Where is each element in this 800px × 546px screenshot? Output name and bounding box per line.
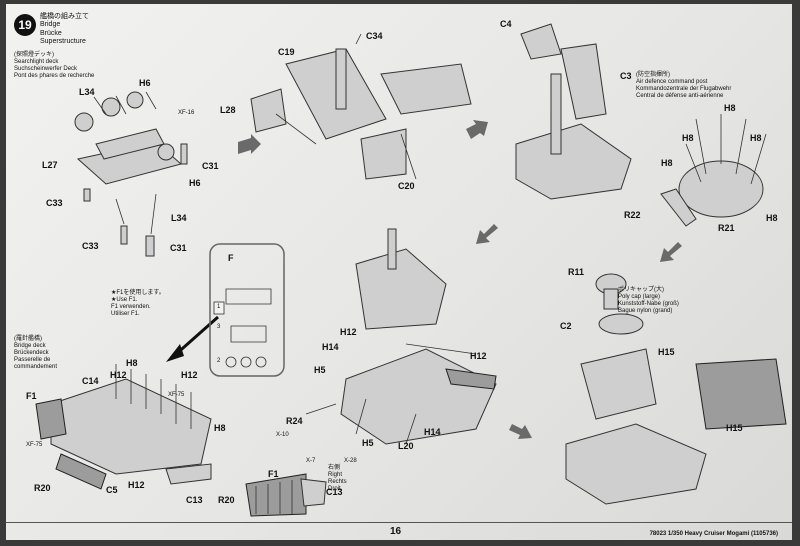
part-label: H8 [214, 423, 226, 433]
use-f1-note: ★F1を使用します。 ★Use F1. F1 verwenden. Utilis… [111, 290, 165, 317]
part-label: H6 [189, 178, 201, 188]
sprue-number: 2 [217, 358, 221, 364]
part-label: H5 [362, 438, 374, 448]
polycap-note: ポリキャップ(大) Poly cap (large) Kunststoff-Na… [618, 287, 679, 314]
part-label: C31 [202, 161, 219, 171]
part-label: R22 [624, 210, 641, 220]
part-label: H8 [724, 103, 736, 113]
part-label: F1 [26, 391, 37, 401]
step-number-badge: 19 [14, 14, 36, 36]
flow-arrow [660, 242, 682, 262]
part-label: L34 [79, 87, 95, 97]
part-label: H15 [658, 347, 675, 357]
part-label: C31 [170, 243, 187, 253]
part-label: C4 [500, 19, 512, 29]
turret-mast-assembly [565, 273, 787, 505]
part-label: R20 [218, 495, 235, 505]
part-label: L27 [42, 160, 58, 170]
part-label: H12 [181, 370, 198, 380]
part-label: H12 [110, 370, 127, 380]
part-label: H14 [424, 427, 441, 437]
paint-code: XF-16 [178, 110, 195, 116]
part-label: C14 [82, 376, 99, 386]
part-label: R11 [568, 267, 585, 277]
part-label: C13 [186, 495, 203, 505]
part-label: C5 [106, 485, 118, 495]
part-label: R24 [286, 416, 303, 426]
sprue-label: F [228, 253, 234, 263]
part-label: H8 [126, 358, 138, 368]
part-label: C34 [366, 31, 383, 41]
part-label: C33 [46, 198, 63, 208]
part-label: L34 [171, 213, 187, 223]
paint-code: X-7 [306, 458, 316, 464]
part-label: L28 [220, 105, 236, 115]
part-label: H8 [750, 133, 762, 143]
part-label: H8 [661, 158, 673, 168]
part-label: H12 [128, 480, 145, 490]
flow-arrow [238, 134, 261, 154]
part-label: H8 [682, 133, 694, 143]
part-label: R20 [34, 483, 51, 493]
part-label: L20 [398, 441, 414, 451]
flow-arrow [476, 224, 498, 244]
part-label: H14 [322, 342, 339, 352]
bridge-deck-note: (羅針艦橋) Bridge deck Brückendeck Passerell… [14, 336, 58, 370]
bridge-main-assembly [305, 228, 497, 445]
paint-code: X-28 [344, 458, 357, 464]
instruction-sheet: 19 艦橋の組み立て Bridge Brücke Superstructure … [6, 4, 792, 540]
air-defence-assembly [515, 23, 767, 227]
paint-code: X-10 [276, 432, 289, 438]
part-label: H15 [726, 423, 743, 433]
sprue-number: 1 [217, 304, 221, 310]
searchlight-platform-assembly [250, 33, 472, 180]
part-label: F1 [268, 469, 279, 479]
flow-arrow [466, 120, 488, 139]
part-label: H12 [470, 351, 487, 361]
part-label: H6 [139, 78, 151, 88]
page-number: 16 [390, 526, 402, 537]
air-defence-note: (防空指揮所) Air defence command post Kommand… [636, 72, 732, 99]
step-title: 艦橋の組み立て Bridge Brücke Superstructure [40, 13, 89, 46]
paint-code: XF-75 [168, 392, 185, 398]
sprue-number: 3 [217, 324, 221, 330]
bridge-deck-assembly [35, 364, 212, 490]
footer-divider [6, 522, 792, 523]
detail-r20-f1-c13 [245, 473, 327, 517]
part-label: H5 [314, 365, 326, 375]
flow-arrow [509, 424, 532, 439]
searchlight-deck-assembly [74, 91, 188, 257]
part-label: R21 [718, 223, 735, 233]
assembly-drawings [35, 23, 787, 517]
part-label: C13 [326, 487, 343, 497]
part-label: H8 [766, 213, 778, 223]
part-label: C3 [620, 71, 632, 81]
part-label: C20 [398, 181, 415, 191]
sprue-f [209, 243, 285, 377]
part-label: C33 [82, 241, 99, 251]
part-label: H12 [340, 327, 357, 337]
part-label: C2 [560, 321, 572, 331]
right-side-note: 右側 Right Rechts Droit [328, 465, 347, 492]
footer-product-code: 78023 1/350 Heavy Cruiser Mogami (110573… [649, 531, 778, 537]
part-label: C19 [278, 47, 295, 57]
searchlight-deck-note: (探照燈デッキ) Searchlight deck Suchscheinwerf… [14, 52, 95, 79]
paint-code: XF-75 [26, 442, 43, 448]
